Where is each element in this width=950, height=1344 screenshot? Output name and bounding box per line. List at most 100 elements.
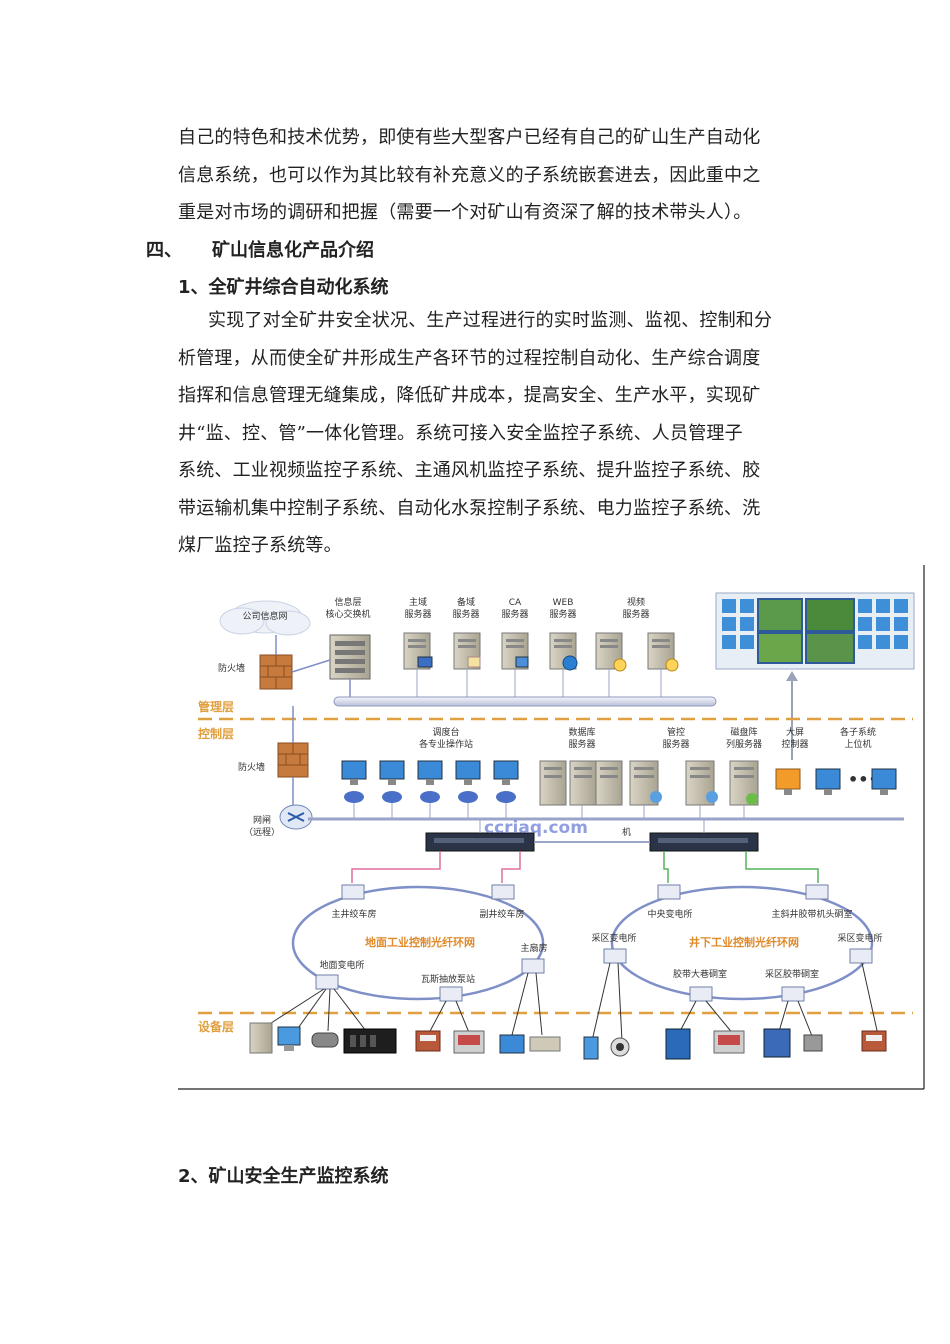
device-icon bbox=[499, 1034, 525, 1054]
device-icon bbox=[610, 1037, 630, 1057]
intro-line: 信息系统，也可以作为其比较有补充意义的子系统嵌套进去，因此重中之 bbox=[178, 164, 761, 186]
node-label: 采区胶带硐室 bbox=[765, 968, 819, 980]
ring-node bbox=[781, 986, 805, 1002]
server-icon bbox=[629, 760, 662, 806]
ring-left-label: 地面工业控制光纤环网 bbox=[365, 935, 475, 949]
device-icon bbox=[249, 1022, 273, 1054]
ring-right-label: 井下工业控制光纤环网 bbox=[689, 935, 799, 949]
body-line: 煤厂监控子系统等。 bbox=[178, 535, 342, 556]
device-icon bbox=[763, 1028, 791, 1058]
node-label: 地面变电所 bbox=[319, 959, 364, 971]
server-icon bbox=[453, 632, 481, 670]
core-switch-icon bbox=[329, 634, 371, 680]
router-label-2: （远程） bbox=[244, 827, 280, 838]
server-label: 备域 bbox=[457, 596, 475, 608]
firewall-icon bbox=[277, 742, 309, 778]
device-icon bbox=[861, 1030, 887, 1052]
server-label: 服务器 bbox=[549, 608, 576, 620]
device-icon bbox=[529, 1036, 561, 1052]
network-diagram: 公司信息网 防火墙 信息层 核心交换机 主域 服务器 备域 服务器 CA 服务器… bbox=[178, 565, 926, 1090]
server-icon bbox=[549, 632, 578, 671]
device-icon bbox=[311, 1032, 339, 1048]
server-label: 服务器 bbox=[404, 608, 431, 620]
cloud-label: 公司信息网 bbox=[242, 610, 287, 622]
section-title: 矿山信息化产品介绍 bbox=[212, 240, 374, 261]
watermark: ccriaq.com bbox=[484, 818, 588, 838]
server-icon bbox=[501, 632, 529, 670]
node-label: 主扇房 bbox=[520, 942, 547, 954]
ctrl-server-label: 服务器 bbox=[568, 738, 595, 750]
server-icon bbox=[595, 632, 627, 672]
router-icon bbox=[279, 804, 313, 830]
ctrl-server-label: 数据库 bbox=[568, 726, 595, 738]
ring-node bbox=[849, 948, 873, 964]
node-label: 胶带大巷硐室 bbox=[673, 968, 727, 980]
device-icon bbox=[583, 1036, 599, 1060]
workstation-label-2: 各专业操作站 bbox=[419, 738, 473, 750]
layer-device-label: 设备层 bbox=[198, 1019, 234, 1034]
video-wall-icon bbox=[715, 592, 915, 670]
server-label: 服务器 bbox=[622, 608, 649, 620]
device-icon bbox=[803, 1034, 823, 1052]
ctrl-server-label: 上位机 bbox=[844, 738, 871, 750]
server-icon bbox=[685, 760, 718, 806]
firewall-top-label: 防火墙 bbox=[218, 662, 245, 674]
device-icon bbox=[453, 1030, 485, 1054]
ellipsis-icon: ••• bbox=[848, 770, 879, 789]
node-label: 采区变电所 bbox=[591, 932, 636, 944]
ctrl-server-label: 管控 bbox=[667, 726, 685, 738]
ctrl-server-label: 列服务器 bbox=[726, 738, 762, 750]
server-icon bbox=[569, 760, 597, 806]
node-label: 瓦斯抽放泵站 bbox=[421, 973, 475, 985]
layer-ctrl-label: 控制层 bbox=[198, 726, 234, 741]
body-line: 指挥和信息管理无缝集成，降低矿井成本，提高安全、生产水平，实现矿 bbox=[178, 385, 761, 406]
firewall-icon bbox=[259, 654, 293, 690]
node-label: 主斜井胶带机头硐室 bbox=[771, 908, 852, 920]
workstation-icon bbox=[815, 768, 841, 795]
router-label-1: 网闸 bbox=[253, 815, 271, 826]
workstation-icon bbox=[379, 760, 405, 803]
server-label: 视频 bbox=[627, 596, 645, 608]
ring-left bbox=[291, 885, 545, 1001]
body-line: 析管理，从而使全矿井形成生产各环节的过程控制自动化、生产综合调度 bbox=[178, 347, 761, 369]
intro-paragraph: 自己的特色和技术优势，即使有些大型客户已经有自己的矿山生产自动化 信息系统，也可… bbox=[178, 119, 806, 232]
intro-line: 重是对市场的调研和把握（需要一个对矿山有资深了解的技术带头人）。 bbox=[178, 202, 752, 223]
workstation-icon bbox=[493, 760, 519, 803]
server-icon bbox=[403, 632, 433, 670]
workstation-label-1: 调度台 bbox=[432, 726, 459, 738]
ring-node bbox=[805, 884, 829, 900]
ctrl-server-label: 磁盘阵 bbox=[730, 726, 757, 738]
body-line: 带运输机集中控制子系统、自动化水泵控制子系统、电力监控子系统、洗 bbox=[178, 497, 761, 519]
intro-line: 自己的特色和技术优势，即使有些大型客户已经有自己的矿山生产自动化 bbox=[178, 127, 761, 148]
ring-node bbox=[439, 986, 463, 1002]
ring-node bbox=[603, 948, 627, 964]
ring-node bbox=[521, 958, 545, 974]
server-label: 主域 bbox=[409, 596, 427, 608]
node-label: 副井绞车房 bbox=[479, 908, 524, 920]
switch-label: 机 bbox=[622, 826, 631, 838]
layer-mgmt-label: 管理层 bbox=[198, 699, 234, 714]
firewall-mid-label: 防火墙 bbox=[238, 761, 265, 773]
workstation-icon bbox=[341, 760, 367, 803]
workstation-icon bbox=[455, 760, 481, 803]
device-icon bbox=[713, 1030, 745, 1054]
ring-node bbox=[315, 974, 339, 990]
server-icon bbox=[729, 760, 759, 806]
device-icon bbox=[415, 1030, 441, 1052]
workstation-icon bbox=[775, 768, 801, 795]
management-bus bbox=[333, 696, 717, 707]
core-switch-label-2: 核心交换机 bbox=[325, 608, 370, 620]
server-icon bbox=[647, 632, 679, 672]
ctrl-server-label: 控制器 bbox=[781, 738, 808, 750]
item1-title: 1、全矿井综合自动化系统 bbox=[178, 277, 389, 298]
device-icon bbox=[665, 1028, 691, 1060]
ring-node bbox=[491, 884, 515, 900]
server-label: CA bbox=[509, 598, 522, 608]
switch-icon bbox=[649, 832, 759, 852]
body-line: 系统、工业视频监控子系统、主通风机监控子系统、提升监控子系统、胶 bbox=[178, 460, 761, 481]
ring-right bbox=[610, 885, 874, 1001]
node-label: 中央变电所 bbox=[647, 908, 692, 920]
ctrl-server-label: 大屏 bbox=[786, 726, 804, 738]
server-label: 服务器 bbox=[452, 608, 479, 620]
workstation-icon bbox=[417, 760, 443, 803]
